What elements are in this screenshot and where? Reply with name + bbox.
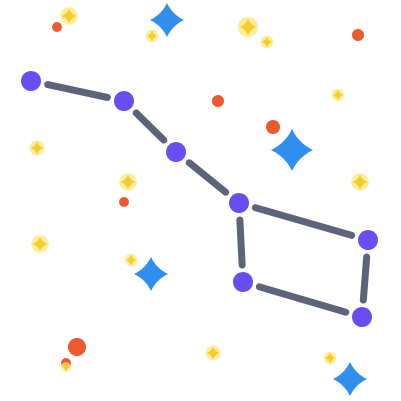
yellow-sparkle-core (62, 9, 76, 23)
yellow-twinkle-icon (323, 351, 337, 365)
yellow-sparkle-core (262, 37, 272, 47)
constellation-stars (21, 71, 378, 327)
constellation-star (229, 193, 249, 213)
background-decorations (29, 3, 369, 396)
yellow-twinkle-icon (260, 35, 274, 49)
yellow-twinkle-icon (331, 88, 345, 102)
constellation-star (114, 91, 134, 111)
constellation-line (251, 204, 356, 239)
yellow-twinkle-icon (29, 140, 45, 156)
constellation-star (166, 142, 186, 162)
orange-dot (68, 338, 86, 356)
constellation-line (255, 283, 350, 316)
yellow-twinkle-icon (60, 7, 78, 25)
blue-sparkle-icon (134, 257, 168, 291)
yellow-twinkle-icon (61, 362, 71, 372)
yellow-sparkle-core (333, 90, 343, 100)
blue-sparkle-icon (271, 129, 313, 171)
orange-dot (352, 29, 364, 41)
yellow-twinkle-icon (351, 173, 369, 191)
blue-sparkle-icon (150, 3, 184, 37)
orange-dot (266, 120, 280, 134)
yellow-sparkle-core (31, 142, 43, 154)
yellow-sparkle-core (207, 347, 219, 359)
constellation-lines (44, 81, 371, 316)
orange-dot (212, 95, 224, 107)
yellow-sparkle-core (240, 19, 256, 35)
orange-dot (52, 22, 62, 32)
constellation-line (185, 159, 230, 196)
yellow-twinkle-icon (205, 345, 221, 361)
constellation-star (21, 71, 41, 91)
constellation-line (359, 253, 371, 304)
constellation-star (352, 307, 372, 327)
orange-dot (119, 197, 129, 207)
yellow-twinkle-icon (238, 17, 258, 37)
yellow-sparkle-core (62, 363, 70, 371)
yellow-sparkle-core (325, 353, 335, 363)
constellation-line (132, 109, 168, 144)
yellow-sparkle-core (353, 175, 367, 189)
blue-sparkle-icon (333, 362, 367, 396)
constellation-line (236, 216, 246, 269)
constellation-star (233, 272, 253, 292)
yellow-twinkle-icon (145, 29, 159, 43)
yellow-sparkle-core (126, 255, 136, 265)
constellation-line (44, 81, 111, 101)
yellow-sparkle-core (147, 31, 157, 41)
yellow-sparkle-core (33, 237, 47, 251)
yellow-twinkle-icon (119, 173, 137, 191)
yellow-sparkle-core (121, 175, 135, 189)
yellow-twinkle-icon (31, 235, 49, 253)
yellow-twinkle-icon (124, 253, 138, 267)
constellation-star (358, 230, 378, 250)
